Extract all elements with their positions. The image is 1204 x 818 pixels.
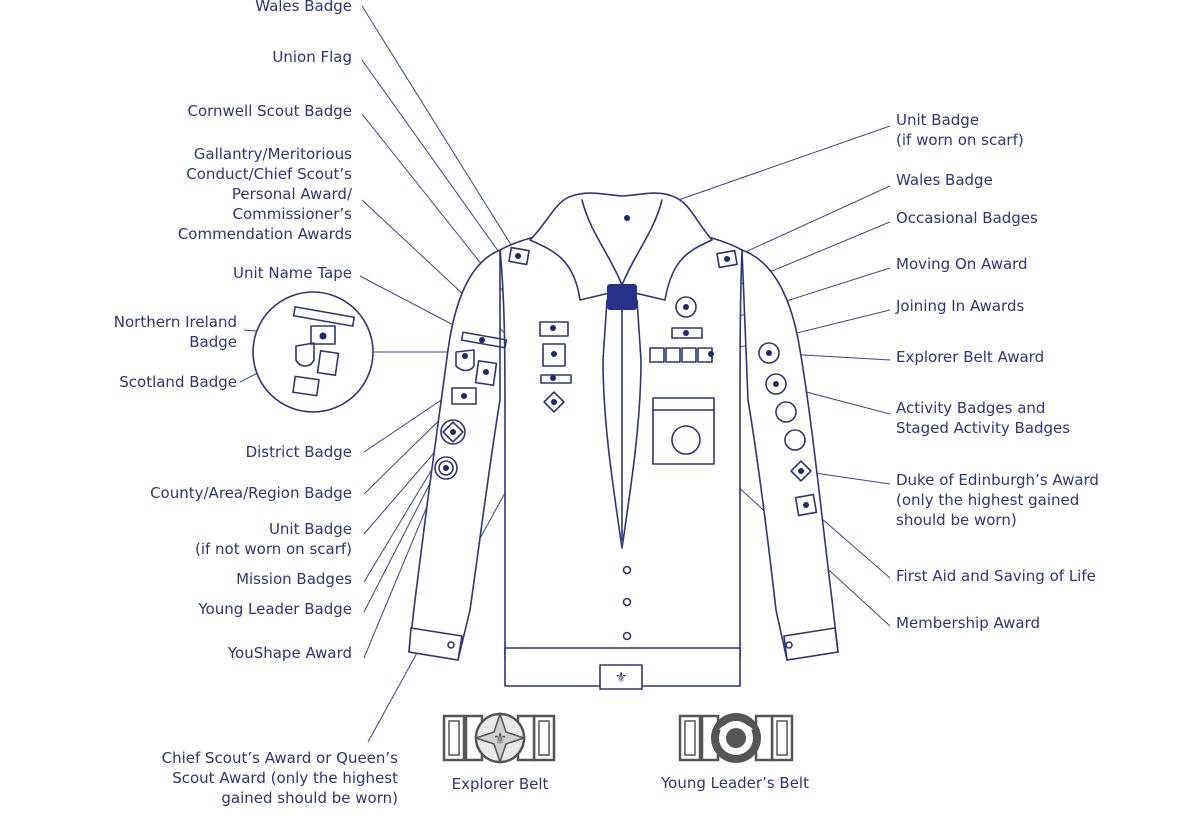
explorer-belt-icon: ⚜ [442, 711, 556, 765]
label-joining-in-awards: Joining In Awards [896, 297, 1025, 315]
label-unit-badge-scarf: Unit Badge (if worn on scarf) [896, 111, 1024, 149]
right-cuff [783, 627, 839, 661]
label-mission-badges: Mission Badges [236, 570, 352, 588]
label-chief-scout-award: Chief Scout’s Award or Queen’s Scout Awa… [161, 749, 398, 807]
label-young-leaders-belt: Young Leader’s Belt [660, 774, 809, 792]
label-gallantry-awards: Gallantry/Meritorious Conduct/Chief Scou… [177, 145, 352, 243]
label-union-flag: Union Flag [272, 48, 352, 66]
label-unit-name-tape: Unit Name Tape [233, 264, 352, 282]
belt-buckle [599, 664, 643, 690]
badge-markers [434, 215, 818, 517]
label-explorer-belt: Explorer Belt [451, 775, 549, 793]
label-scotland-badge: Scotland Badge [119, 373, 237, 391]
label-cornwell-scout-badge: Cornwell Scout Badge [187, 102, 352, 120]
label-youshape-award: YouShape Award [227, 644, 352, 662]
svg-text:⚜: ⚜ [493, 729, 507, 748]
label-county-badge: County/Area/Region Badge [150, 484, 352, 502]
label-moving-on-award: Moving On Award [896, 255, 1028, 273]
collar [529, 192, 713, 301]
fleur-de-lis-icon: ⚜ [615, 670, 628, 686]
label-unit-badge-not-scarf: Unit Badge (if not worn on scarf) [194, 520, 352, 558]
label-duke-of-edinburgh: Duke of Edinburgh’s Award (only the high… [896, 471, 1099, 529]
woggle [607, 284, 637, 310]
scout-shirt: ⚜ [408, 192, 839, 690]
left-cuff [408, 627, 463, 661]
label-activity-badges: Activity Badges and Staged Activity Badg… [896, 399, 1071, 437]
label-northern-ireland-badge: Northern Ireland Badge [113, 313, 237, 351]
zoom-inset [252, 291, 374, 413]
left-sleeve [408, 249, 501, 661]
label-membership-award: Membership Award [896, 614, 1041, 632]
label-explorer-belt-award: Explorer Belt Award [896, 348, 1045, 366]
label-young-leader-badge: Young Leader Badge [198, 600, 352, 618]
label-occasional-badges: Occasional Badges [896, 209, 1038, 227]
label-first-aid: First Aid and Saving of Life [896, 567, 1096, 585]
label-wales-badge-right: Wales Badge [896, 171, 993, 189]
right-sleeve [741, 249, 839, 661]
label-district-badge: District Badge [245, 443, 352, 461]
young-leaders-belt-icon [678, 713, 794, 763]
label-wales-badge-top: Wales Badge [255, 0, 352, 15]
